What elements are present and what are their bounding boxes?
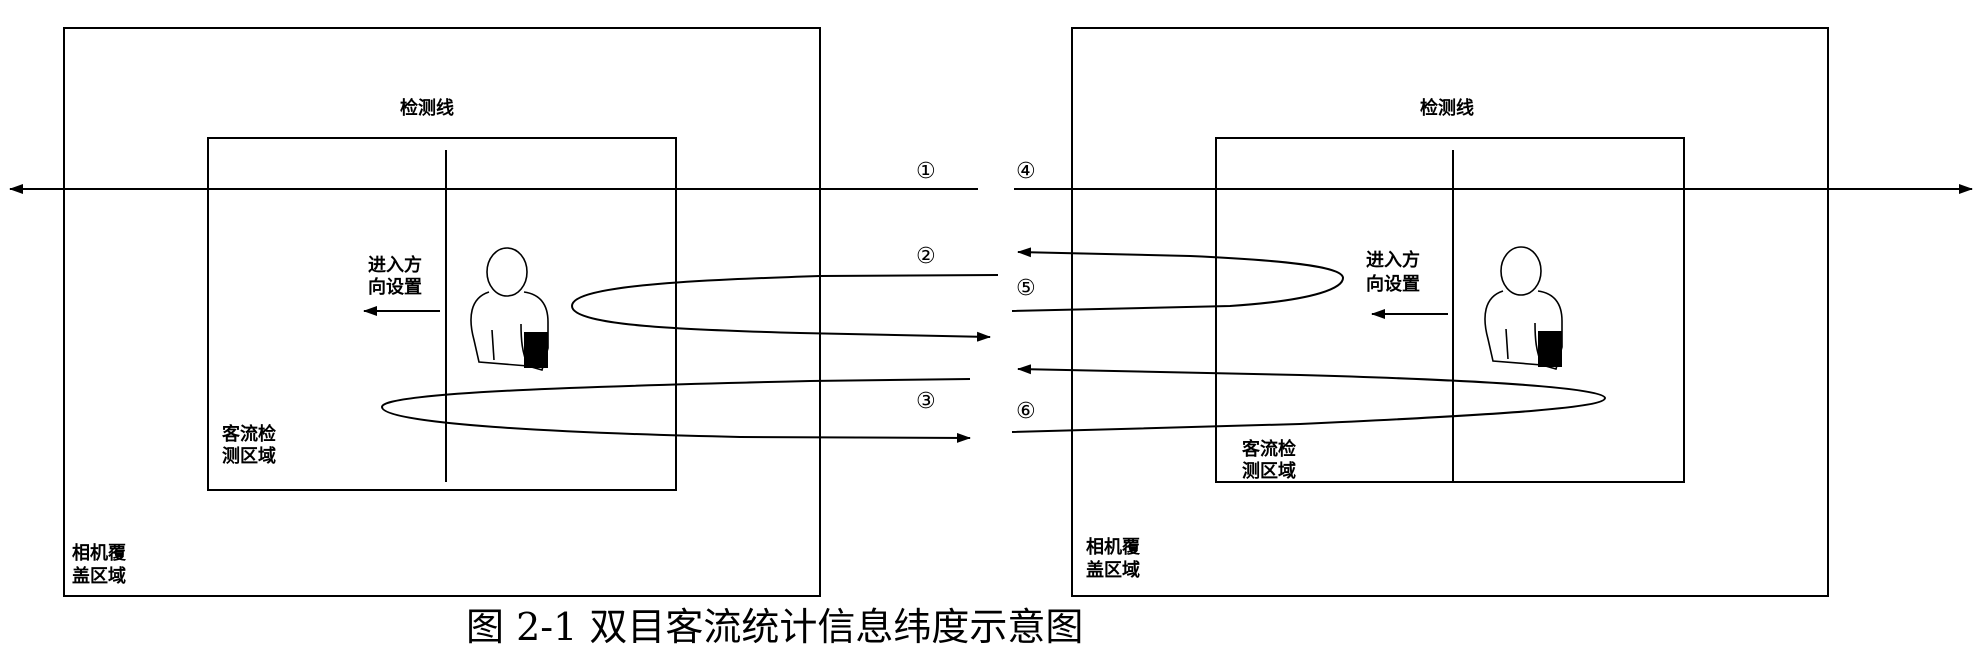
right-panel: 检测线 进入方 向设置 客流检 测区域 相机覆 盖区域 xyxy=(1071,27,1829,597)
left-entry-direction-label-1: 进入方 xyxy=(368,254,422,276)
marker-6: ⑥ xyxy=(1016,399,1036,424)
marker-1: ① xyxy=(916,159,936,184)
left-camera-coverage-box xyxy=(63,27,821,597)
left-camera-coverage-label-2: 盖区域 xyxy=(72,565,126,587)
right-detection-area-box xyxy=(1215,137,1685,483)
right-entry-direction-label-2: 向设置 xyxy=(1366,273,1420,295)
figure-caption: 图 2-1 双目客流统计信息纬度示意图 xyxy=(466,605,1083,649)
path-3 xyxy=(380,378,971,443)
marker-2: ② xyxy=(916,244,936,269)
left-detection-area-label-2: 测区域 xyxy=(222,445,276,467)
left-detection-line-label: 检测线 xyxy=(400,97,454,119)
right-detection-line-label: 检测线 xyxy=(1420,97,1474,119)
path-5 xyxy=(1011,247,1345,312)
marker-3: ③ xyxy=(916,389,936,414)
right-entry-direction-label-1: 进入方 xyxy=(1366,249,1420,271)
path-2 xyxy=(570,274,999,342)
right-camera-coverage-label-2: 盖区域 xyxy=(1086,559,1140,581)
marker-4: ④ xyxy=(1016,159,1036,184)
right-detection-area-label-2: 测区域 xyxy=(1242,460,1296,482)
path-6 xyxy=(1011,364,1607,433)
left-camera-coverage-label-1: 相机覆 xyxy=(72,543,127,564)
right-person-icon xyxy=(1484,246,1563,370)
left-detection-area-label-1: 客流检 xyxy=(222,423,276,445)
left-person-icon xyxy=(470,247,549,371)
left-panel: 检测线 进入方 向设置 客流检 测区域 相机覆 盖区域 xyxy=(63,27,821,597)
left-entry-direction-label-2: 向设置 xyxy=(368,276,422,298)
right-detection-area-label-1: 客流检 xyxy=(1242,438,1296,460)
right-camera-coverage-label-1: 相机覆 xyxy=(1086,537,1141,558)
marker-5: ⑤ xyxy=(1016,276,1036,301)
left-detection-area-box xyxy=(207,137,677,491)
